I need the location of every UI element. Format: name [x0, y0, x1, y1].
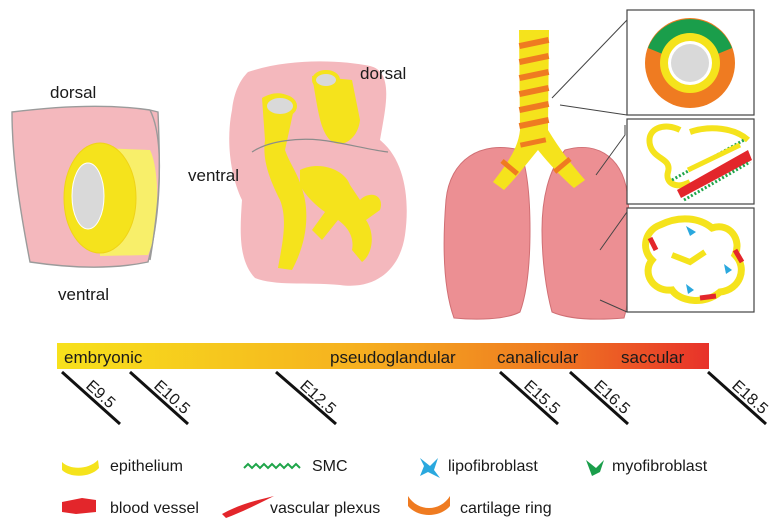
legend-item-cartilage-ring: cartilage ring	[408, 496, 552, 517]
legend-label-blood-vessel: blood vessel	[110, 500, 199, 517]
legend-item-blood-vessel: blood vessel	[62, 498, 199, 517]
lungs-illustration	[444, 30, 631, 319]
stage-label-canalicular: canalicular	[497, 348, 579, 367]
cartilage-ring-icon	[408, 496, 450, 515]
foregut-illustration	[12, 106, 159, 267]
inset-vessel-tubules	[627, 119, 754, 204]
legend-item-smc: SMC	[244, 458, 348, 475]
dorsal-label: dorsal	[50, 83, 96, 102]
tick-label-e12-5: E12.5	[296, 377, 339, 418]
smc-icon	[244, 464, 300, 468]
legend-label-epithelium: epithelium	[110, 458, 183, 475]
blood-vessel-icon	[62, 498, 96, 514]
ventral-label-2: ventral	[188, 166, 239, 185]
vascular-plexus-icon	[222, 496, 274, 518]
inset-saccule	[627, 208, 754, 312]
legend-item-epithelium: epithelium	[62, 458, 183, 476]
dorsal-label-2: dorsal	[360, 64, 406, 83]
ventral-label: ventral	[58, 285, 109, 304]
legend-label-vascular-plexus: vascular plexus	[270, 500, 380, 517]
stage-label-pseudoglandular: pseudoglandular	[330, 348, 456, 367]
legend-item-vascular-plexus: vascular plexus	[222, 496, 380, 518]
legend-label-smc: SMC	[312, 458, 348, 475]
legend-label-cartilage-ring: cartilage ring	[460, 500, 552, 517]
branching-bud-illustration	[229, 61, 406, 285]
lipofibroblast-icon	[420, 458, 440, 478]
legend-item-myofibroblast: myofibroblast	[586, 458, 708, 476]
stage-label-embryonic: embryonic	[64, 348, 143, 367]
epithelium-icon	[62, 460, 99, 476]
legend-item-lipofibroblast: lipofibroblast	[420, 458, 538, 478]
legend-label-myofibroblast: myofibroblast	[612, 458, 708, 475]
legend-label-lipofibroblast: lipofibroblast	[448, 458, 538, 475]
legend: epithelium SMC lipofibroblast myofibrobl…	[62, 458, 708, 518]
myofibroblast-icon	[586, 460, 604, 476]
inset-cartilage-cross-section	[627, 10, 754, 115]
stage-label-saccular: saccular	[621, 348, 685, 367]
